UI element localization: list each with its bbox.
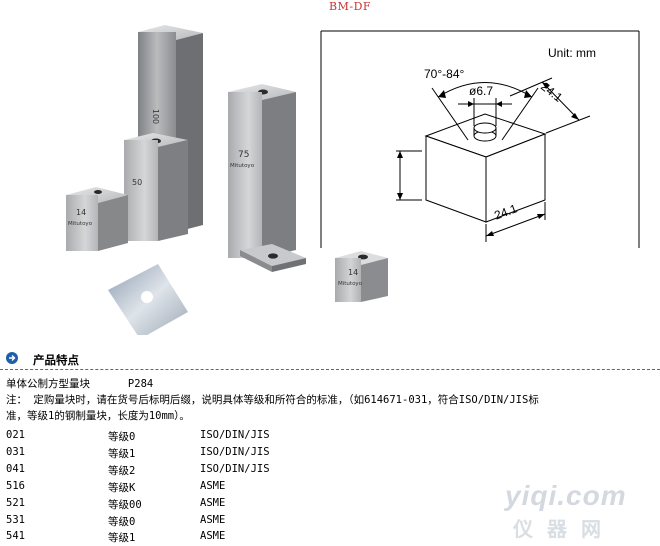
mid-block-brand: Mitutoyo — [230, 163, 255, 169]
left-cube-mark: 14 — [76, 208, 87, 217]
row-grade: 等级1 — [108, 448, 136, 460]
row-standard: ASME — [200, 530, 226, 542]
row-grade: 等级K — [108, 482, 136, 494]
row-standard: ISO/DIN/JIS — [200, 446, 270, 458]
row-standard: ISO/DIN/JIS — [200, 463, 270, 475]
watermark-line-1: yiqi.com — [505, 480, 627, 511]
watermark-line-2: 仪器网 — [513, 517, 615, 541]
row-code: 031 — [6, 446, 25, 458]
section-title: 产品特点 — [33, 353, 79, 367]
row-standard: ISO/DIN/JIS — [200, 429, 270, 441]
right-cube-brand: Mitutoyo — [338, 281, 363, 287]
hole-diameter-label: ø6.7 — [469, 84, 494, 98]
row-grade: 等级2 — [108, 465, 136, 477]
row-code: 531 — [6, 514, 25, 526]
small-block-mark: 50 — [132, 178, 143, 187]
row-code: 041 — [6, 463, 25, 475]
row-code: 521 — [6, 497, 25, 509]
row-grade: 等级1 — [108, 532, 136, 544]
angle-label: 70°-84° — [424, 67, 465, 81]
row-grade: 等级00 — [108, 499, 142, 511]
row-standard: ASME — [200, 480, 226, 492]
row-code: 021 — [6, 429, 25, 441]
product-photo — [66, 25, 306, 335]
page-code: BM-DF — [329, 0, 372, 13]
unit-label: Unit: mm — [548, 46, 596, 60]
mid-block-mark: 75 — [238, 150, 250, 160]
right-cube-mark: 14 — [348, 268, 359, 277]
intro-line-1: 单体公制方型量块 P284 — [6, 378, 154, 390]
row-standard: ASME — [200, 497, 226, 509]
intro-line-3: 准，等级1的钢制量块，长度为10mm）。 — [6, 410, 190, 422]
intro-line-2: 注： 定购量块时，请在货号后标明后缀，说明具体等级和所符合的标准，（如61467… — [6, 394, 539, 406]
dimension-drawing — [320, 30, 640, 248]
row-code: 516 — [6, 480, 25, 492]
section-header: 产品特点 — [0, 349, 660, 369]
row-code: 541 — [6, 530, 25, 542]
section-divider — [0, 369, 660, 370]
row-standard: ASME — [200, 514, 226, 526]
gauge-cube-photo — [335, 251, 388, 302]
arrow-right-circle-icon — [6, 352, 18, 364]
tall-block-mark: 100 — [151, 108, 161, 125]
left-cube-brand: Mitutoyo — [68, 221, 93, 227]
row-grade: 等级0 — [108, 516, 136, 528]
watermark: yiqi.com 仪器网 — [505, 480, 655, 541]
row-grade: 等级0 — [108, 431, 136, 443]
